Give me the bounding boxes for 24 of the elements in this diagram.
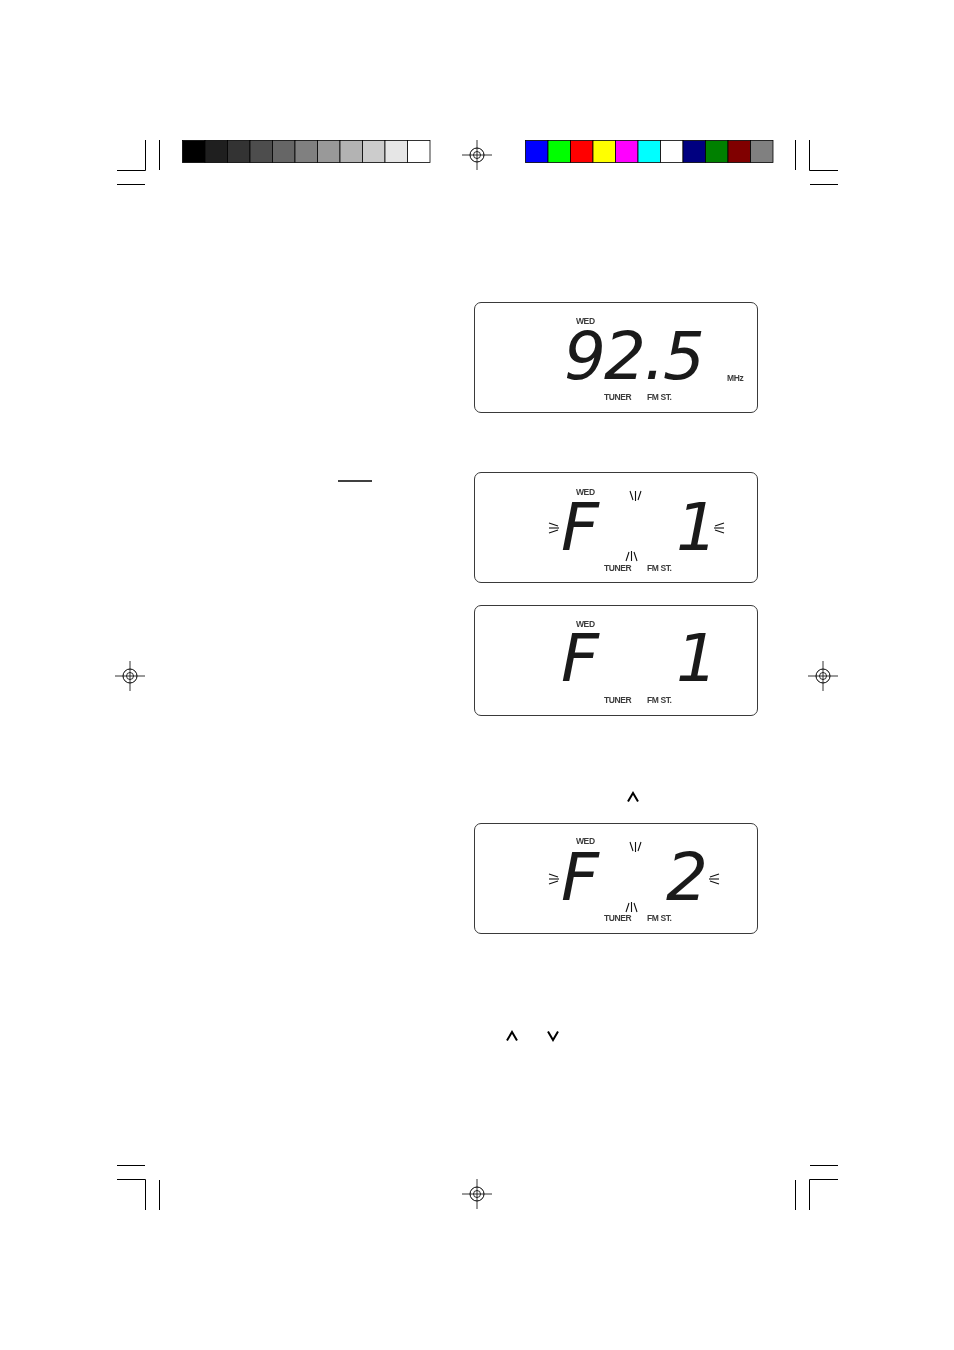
stereo-indicator: FM ST.	[647, 695, 672, 705]
lcd-display-panel	[474, 823, 758, 934]
lcd-display-panel	[474, 472, 758, 583]
stereo-indicator: FM ST.	[647, 392, 672, 402]
lcd-display-panel	[474, 605, 758, 716]
preset-number-readout: 1	[676, 626, 712, 692]
frequency-readout: 92.5	[564, 324, 703, 390]
preset-number-readout: 1	[676, 495, 712, 561]
mode-indicator: TUNER	[604, 695, 632, 705]
day-indicator: WED	[576, 487, 595, 497]
mode-indicator: TUNER	[604, 392, 632, 402]
day-indicator: WED	[576, 316, 595, 326]
preset-band-readout: F	[561, 845, 597, 911]
mode-indicator: TUNER	[604, 563, 632, 573]
lcd-display-panel	[474, 302, 758, 413]
mode-indicator: TUNER	[604, 913, 632, 923]
unit-label: MHz	[727, 373, 744, 383]
stereo-indicator: FM ST.	[647, 913, 672, 923]
preset-band-readout: F	[561, 626, 597, 692]
preset-band-readout: F	[561, 495, 597, 561]
day-indicator: WED	[576, 836, 595, 846]
preset-number-readout: 2	[666, 845, 706, 911]
day-indicator: WED	[576, 619, 595, 629]
stereo-indicator: FM ST.	[647, 563, 672, 573]
